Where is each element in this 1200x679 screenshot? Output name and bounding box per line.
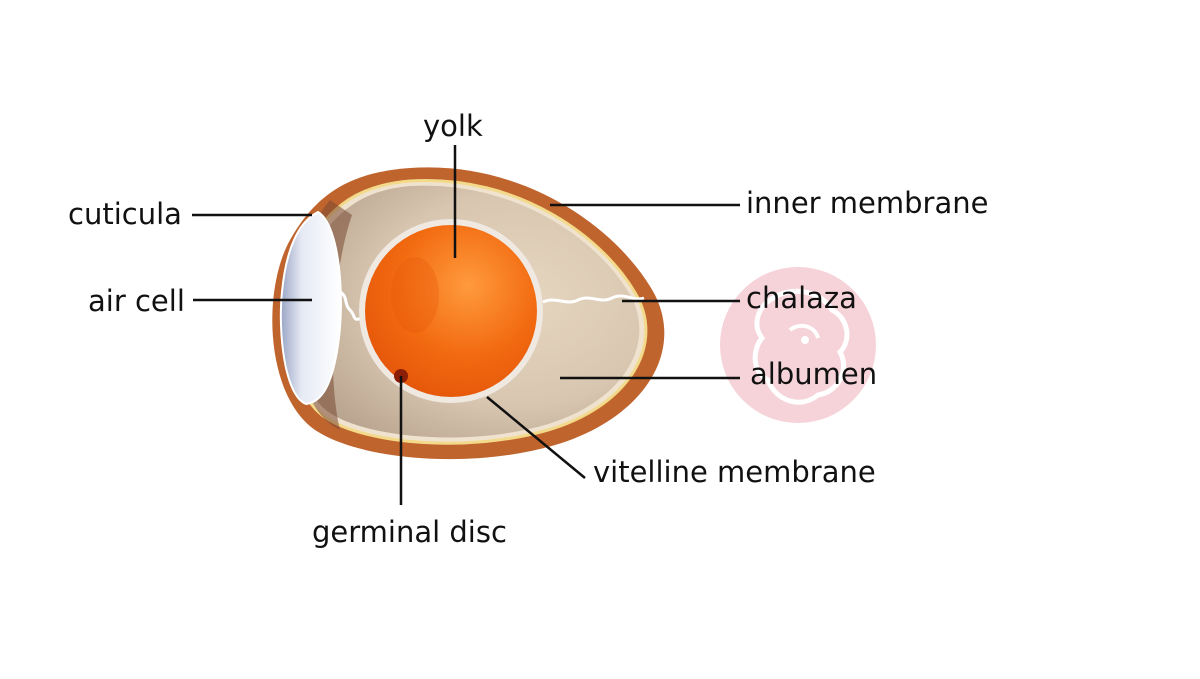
label-inner-membrane: inner membrane [746,186,989,220]
label-albumen: albumen [750,357,878,391]
label-air-cell: air cell [88,284,185,318]
chalaza-left [339,290,363,321]
chalaza-right [542,294,645,304]
label-germinal-disc: germinal disc [312,515,507,549]
label-cuticula: cuticula [68,197,182,231]
label-vitelline-membrane: vitelline membrane [593,455,876,489]
yolk [365,225,537,397]
label-chalaza: chalaza [746,281,857,315]
watermark-rooster-logo [720,267,876,423]
label-yolk: yolk [423,109,483,143]
leader-line-vitelline-membrane [486,396,586,479]
leader-lines [192,145,740,505]
air-cell [279,210,342,406]
